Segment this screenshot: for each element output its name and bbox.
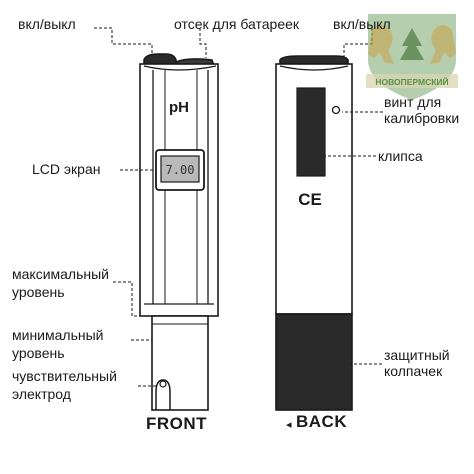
label-calib-2: калибровки xyxy=(384,110,460,126)
label-electrode-1: чувствительный xyxy=(12,368,117,384)
front-probe xyxy=(151,315,209,411)
watermark-tree xyxy=(400,28,424,60)
label-cap-1: защитный xyxy=(384,347,450,363)
protective-cap xyxy=(275,313,353,411)
watermark-text: НОВОПЕРМСКИЙ xyxy=(375,76,448,87)
back-top-cap xyxy=(279,55,349,65)
watermark-bear-right xyxy=(430,25,456,64)
label-max-1: максимальный xyxy=(12,266,110,282)
watermark-logo xyxy=(366,14,458,100)
leader-lines xyxy=(94,27,383,387)
label-min-1: минимальный xyxy=(12,327,104,343)
front-meter xyxy=(139,53,219,411)
ce-mark: CE xyxy=(298,190,322,209)
label-power-left: вкл/выкл xyxy=(18,16,76,32)
lcd-screen xyxy=(160,155,200,183)
clip xyxy=(296,87,326,177)
label-clip: клипса xyxy=(378,148,423,164)
front-caption: FRONT xyxy=(146,414,208,433)
lcd-readout: 7.00 xyxy=(166,163,195,177)
label-electrode-2: электрод xyxy=(12,386,71,402)
label-battery: отсек для батареек xyxy=(174,16,300,32)
watermark-ribbon xyxy=(366,74,458,88)
label-max-2: уровень xyxy=(12,284,65,300)
calibration-screw xyxy=(331,105,341,115)
label-calib-1: винт для xyxy=(384,94,442,110)
back-caption-arrow: ◂ xyxy=(286,419,292,431)
front-ph-label: pH xyxy=(169,99,189,116)
watermark-bear-left xyxy=(368,25,394,64)
label-power-right: вкл/выкл xyxy=(333,16,391,32)
sensitive-electrode xyxy=(155,379,171,410)
back-caption: BACK xyxy=(296,412,348,431)
back-meter xyxy=(275,55,353,411)
label-cap-2: колпачек xyxy=(384,363,443,379)
label-min-2: уровень xyxy=(12,345,65,361)
label-lcd: LCD экран xyxy=(32,161,101,177)
front-power-button xyxy=(143,53,177,67)
